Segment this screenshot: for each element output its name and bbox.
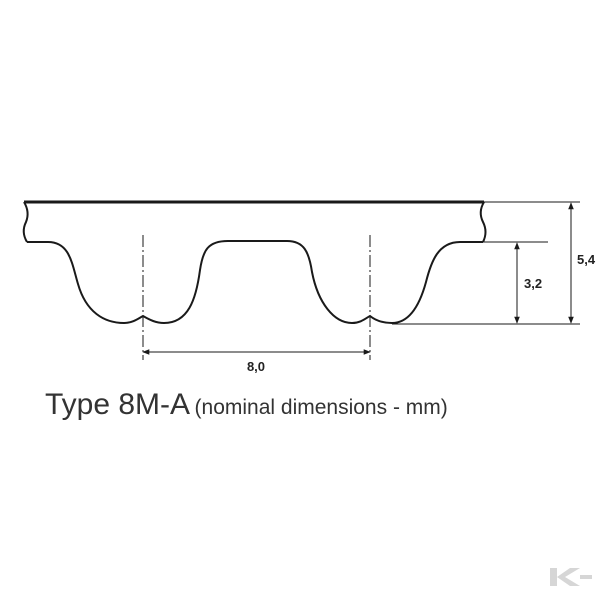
caption-dimensions-note: (nominal dimensions - mm) bbox=[194, 396, 448, 419]
caption-type-title: Type 8M-A bbox=[45, 388, 191, 421]
pitch-dimension-label: 8,0 bbox=[247, 359, 265, 374]
belt-right-break-edge bbox=[479, 201, 487, 243]
diagram-caption: Type 8M-A (nominal dimensions - mm) bbox=[45, 388, 448, 422]
total-height-label: 5,4 bbox=[577, 252, 596, 267]
belt-left-break-edge bbox=[22, 201, 29, 243]
tooth-height-label: 3,2 bbox=[524, 276, 542, 291]
belt-tooth-profile bbox=[27, 240, 483, 325]
brand-k-logo-icon bbox=[550, 568, 592, 586]
